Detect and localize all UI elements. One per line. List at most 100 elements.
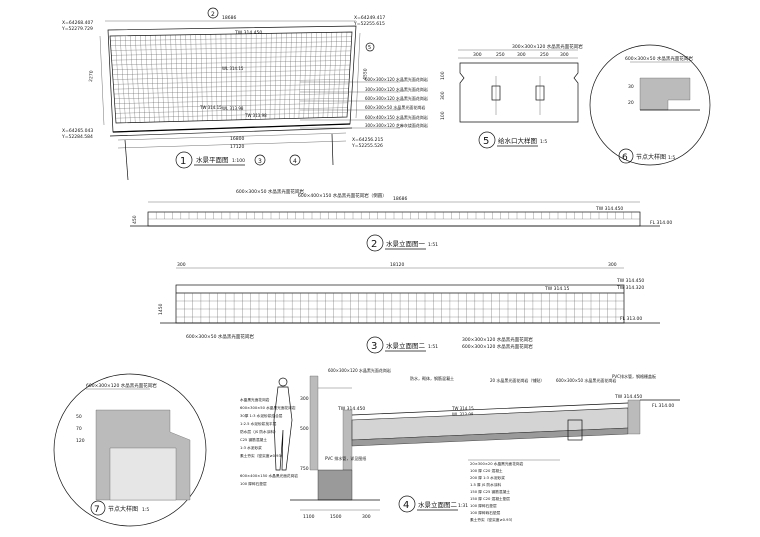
elev1-scale: 1:51 bbox=[428, 242, 438, 248]
elev2-dim-right: 300 bbox=[608, 262, 617, 268]
plan-dim-bottom-1: 16800 bbox=[230, 136, 244, 142]
section-inner-wall bbox=[342, 409, 353, 471]
left-layer-7: 1:3 水泥砂浆 bbox=[240, 445, 262, 450]
elev1-title-circle bbox=[366, 234, 384, 252]
elev2-tw-1: TW 314.450 bbox=[616, 278, 644, 284]
left-layer-8: 素土夯实（密实度≥0.93） bbox=[240, 453, 285, 458]
left-layer-9: 600×400×150 水晶黑光面花岗岩 bbox=[240, 473, 298, 478]
elev2-wl: TW 314.15 bbox=[544, 286, 570, 292]
plan-callout-2: 300×300×120 水晶黑光面花岗岩 bbox=[365, 86, 428, 92]
plan-coping bbox=[112, 123, 351, 133]
detail-7-title: 节点大样图 bbox=[108, 505, 138, 513]
section-wl: WL 313.98 bbox=[452, 412, 474, 417]
left-layer-3: 30厚 1:3 水泥砂浆结合层 bbox=[240, 413, 283, 418]
elev1-fl: FL 314.00 bbox=[650, 220, 672, 226]
section-marker-4-label: 4 bbox=[293, 158, 297, 165]
outlet-body bbox=[459, 62, 579, 123]
outlet-title: 给水口大样图 bbox=[498, 136, 537, 145]
elev1-title-num: 2 bbox=[371, 239, 377, 250]
elevation-1: 600×300×50 水晶黑光面花岗岩 600×400×150 水晶黑光面花岗岩… bbox=[130, 188, 672, 252]
outlet-title-circle bbox=[478, 131, 496, 149]
section-dim-bottom-1: 1100 bbox=[303, 514, 315, 520]
outlet-top-label: 300×300×120 水晶黑光面花岗岩 bbox=[512, 43, 583, 50]
section-tw-3: TW 314.450 bbox=[614, 394, 642, 400]
outlet-dim-5: 300 bbox=[560, 52, 569, 58]
plan-grid bbox=[110, 32, 352, 123]
coord-br-y: Y=52255.526 bbox=[351, 143, 383, 149]
detail-7-dim-3: 120 bbox=[76, 438, 85, 444]
elev2-dim-left: 300 bbox=[177, 262, 186, 268]
coord-br-x: X=64256.215 bbox=[352, 137, 383, 143]
plan-grid-line bbox=[112, 74, 350, 80]
plan-grid-line bbox=[110, 41, 352, 46]
detail-6-label: 600×300×50 水晶黑光面花岗岩 bbox=[625, 55, 693, 62]
outlet-detail: 300×300×120 水晶黑光面花岗岩 300 250 300 250 300… bbox=[440, 43, 583, 149]
plan-grid-line bbox=[113, 83, 349, 90]
plan-callouts: 600×300×120 水晶黑光面花岗岩 300×300×120 水晶黑光面花岗… bbox=[300, 76, 428, 129]
outlet-v-dim-3: 100 bbox=[440, 71, 446, 80]
plan-side-dim-right bbox=[355, 32, 361, 119]
section-marker-top bbox=[207, 7, 219, 19]
human-head bbox=[278, 377, 288, 387]
coord-bl-x: X=64265.043 bbox=[62, 128, 93, 134]
right-layer-7: 100 厚碎石垫层 bbox=[470, 503, 497, 508]
right-layer-8: 100 厚碎砾石垫层 bbox=[470, 510, 501, 515]
outlet-dim-2: 250 bbox=[496, 52, 505, 58]
right-layer-6: 150 厚 C20 混凝土垫层 bbox=[470, 496, 510, 501]
elev1-joints bbox=[147, 212, 640, 220]
plan-grid-line bbox=[110, 36, 352, 41]
plan-grid-line bbox=[112, 69, 350, 75]
plan-side-dim-left-label: 2270 bbox=[88, 70, 95, 82]
plan-grid-line bbox=[110, 46, 352, 51]
elev1-h-dim: 450 bbox=[132, 215, 138, 224]
section-label-top-2: 20 水晶黑光面花岗岩（铺贴） bbox=[490, 377, 544, 383]
marker-5-plan-label: 5 bbox=[368, 45, 371, 51]
section-label-mid: 防水，砌体，钢筋混凝土 bbox=[410, 375, 454, 381]
section-title-num: 4 bbox=[403, 500, 409, 511]
elev2-label-br-1: 300×300×120 水晶黑光面花岗岩 bbox=[462, 336, 533, 343]
section-marker-3 bbox=[254, 154, 266, 166]
section-label-top-1: 600×300×120 水晶黑光面花岗岩 bbox=[328, 367, 391, 373]
elev2-title-circle bbox=[366, 336, 384, 354]
detail-6-dim-2: 20 bbox=[628, 100, 634, 106]
left-layer-2: 600×300×50 水晶黑光面花岗岩 bbox=[240, 405, 296, 410]
plan-grid-line bbox=[111, 50, 351, 56]
outlet-v-dim-1: 300 bbox=[440, 91, 446, 100]
elev2-fl: FL 313.00 bbox=[620, 316, 642, 322]
section-marker-top-label: 2 bbox=[211, 11, 215, 18]
section-tw-2: TW 314.15 bbox=[451, 406, 474, 411]
elev1-label-2: 600×400×150 水晶黑光面花岗岩（倒圆） bbox=[298, 192, 387, 199]
plan-callout-4: 600×300×50 水晶黑光面花岗岩 bbox=[365, 104, 425, 110]
plan-tw-mid-1: TW 314.15 bbox=[199, 105, 222, 110]
plan-scale: 1:100 bbox=[232, 158, 245, 164]
coord-tr-y: Y=52255.615 bbox=[353, 21, 385, 27]
right-layer-5: 150 厚 C25 钢筋混凝土 bbox=[470, 489, 510, 494]
coord-tl-x: X=64268.407 bbox=[62, 20, 93, 26]
elev1-dim: 18686 bbox=[393, 196, 407, 202]
plan-side-dim-left bbox=[99, 35, 105, 126]
section-dim-bottom-2: 1500 bbox=[330, 514, 342, 520]
plan-leg-left bbox=[124, 139, 129, 181]
plan-dim-bottom-2: 17120 bbox=[230, 144, 244, 150]
section-marker-3-label: 3 bbox=[258, 158, 262, 165]
plan-coping-2 bbox=[109, 127, 353, 137]
plan-dim-top: 18686 bbox=[222, 15, 236, 21]
elev2-scale: 1:51 bbox=[428, 344, 438, 350]
plan-grid-line bbox=[115, 107, 348, 114]
detail-7-scale: 1:5 bbox=[142, 507, 149, 513]
section-view: 600×300×120 水晶黑光面花岗岩 20 水晶黑光面花岗岩（铺贴） 600… bbox=[240, 367, 680, 522]
section-label-top-4: PVC排水管，钢格栅盖板 bbox=[612, 373, 656, 379]
coord-tr-x: X=64249.417 bbox=[354, 15, 385, 21]
elevation-2: 300 18120 300 TW 314.450 TW 314.320 TW 3… bbox=[158, 262, 660, 354]
detail-7-circle bbox=[53, 373, 207, 527]
section-tw-1: TW 314.450 bbox=[337, 406, 365, 412]
section-dim-bottom-3: 300 bbox=[362, 514, 371, 520]
elev1-label-1: 600×300×50 水晶黑光面花岗岩 bbox=[236, 188, 304, 195]
plan-view: 2 18686 TW 314.450 16800 17120 2270 4550… bbox=[61, 7, 428, 181]
section-left-wall bbox=[309, 375, 319, 471]
elev2-joints bbox=[175, 293, 624, 323]
section-marker-4 bbox=[289, 154, 301, 166]
detail-6-title: 节点大样图 bbox=[636, 153, 666, 161]
plan-wl-1: WL 314.15 bbox=[222, 66, 244, 71]
